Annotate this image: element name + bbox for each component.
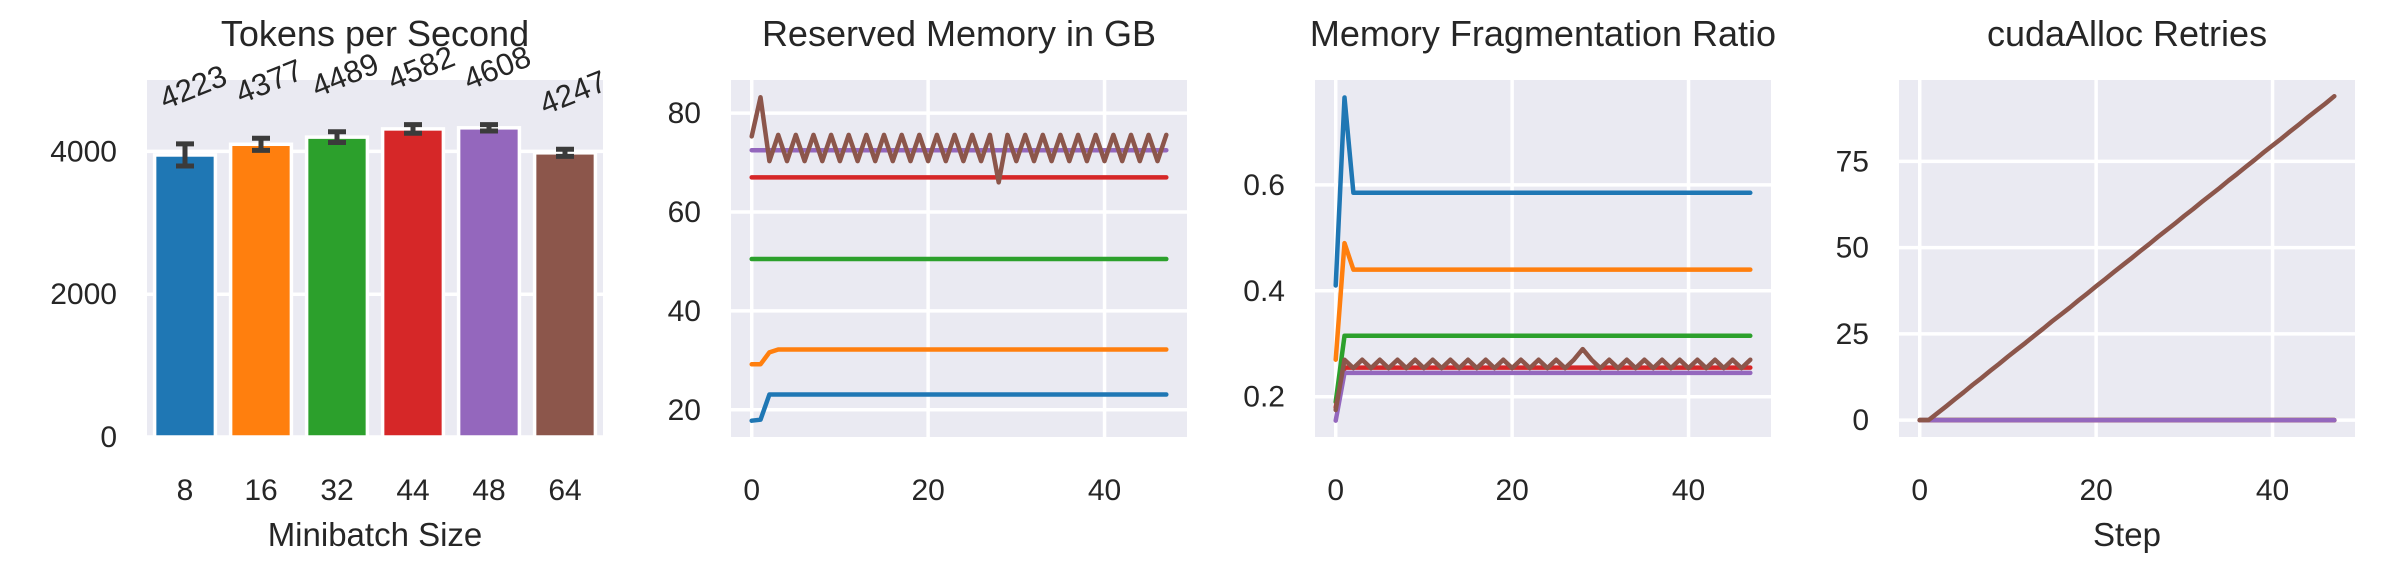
x-tick-label: 64 [548, 474, 581, 507]
bar-minibatch-48 [456, 126, 522, 439]
axes-background [147, 80, 603, 437]
chart-title: cudaAlloc Retries [1987, 13, 2267, 54]
y-tick-label: 0.6 [1243, 169, 1285, 202]
axes-background [1315, 80, 1771, 437]
bar-minibatch-32 [304, 135, 370, 439]
x-axis-label: Minibatch Size [268, 516, 483, 553]
x-tick-label: 8 [177, 474, 194, 507]
line-series-minibatch-16 [749, 347, 1169, 367]
x-tick-label: 20 [2079, 474, 2112, 507]
subplot-1: 4223843771644893245824446084842476402000… [50, 13, 611, 553]
y-tick-label: 80 [668, 97, 701, 130]
x-tick-label: 20 [911, 474, 944, 507]
subplot-3: 0 20 40 0.2 0.4 0.6 Memory Fragmentation Ratio [1243, 13, 1776, 507]
y-tick-label: 0.4 [1243, 275, 1285, 308]
y-tick-label: 2000 [50, 278, 117, 311]
chart-title: Memory Fragmentation Ratio [1310, 13, 1776, 54]
bar-minibatch-8 [152, 153, 218, 439]
bar-minibatch-44 [380, 127, 446, 439]
x-tick-label: 16 [244, 474, 277, 507]
x-tick-label: 0 [1327, 474, 1344, 507]
x-tick-label: 32 [320, 474, 353, 507]
y-tick-label: 75 [1836, 145, 1869, 178]
y-tick-label: 50 [1836, 232, 1869, 265]
x-axis-label: Step [2093, 516, 2161, 553]
y-tick-label: 60 [668, 196, 701, 229]
x-tick-label: 0 [743, 474, 760, 507]
line-series-minibatch-8 [1333, 95, 1753, 288]
x-tick-label: 40 [1088, 474, 1121, 507]
chart-title: Tokens per Second [221, 13, 529, 54]
y-tick-label: 0 [100, 421, 117, 454]
x-tick-label: 40 [1672, 474, 1705, 507]
x-tick-label: 44 [396, 474, 429, 507]
bar-minibatch-16 [228, 142, 294, 439]
y-tick-label: 20 [668, 394, 701, 427]
y-tick-label: 4000 [50, 135, 117, 168]
y-tick-label: 25 [1836, 318, 1869, 351]
line-series-minibatch-64 [1333, 346, 1753, 413]
bar-minibatch-64 [532, 151, 598, 439]
line-series-minibatch-64 [749, 95, 1169, 185]
x-tick-label: 40 [2256, 474, 2289, 507]
x-tick-label: 20 [1495, 474, 1528, 507]
y-tick-label: 0 [1852, 404, 1869, 437]
line-series-minibatch-16 [1333, 240, 1753, 362]
y-tick-label: 40 [668, 295, 701, 328]
line-series-minibatch-64 [1917, 93, 2337, 423]
line-series-minibatch-32 [1333, 333, 1753, 405]
line-series-minibatch-8 [749, 392, 1169, 423]
y-tick-label: 0.2 [1243, 381, 1285, 414]
x-tick-label: 48 [472, 474, 505, 507]
subplot-2: 0 20 40 20 40 60 80 Reserved Memory in GB [668, 13, 1187, 507]
chart-title: Reserved Memory in GB [762, 13, 1156, 54]
x-tick-label: 0 [1911, 474, 1928, 507]
line-series-minibatch-48 [1333, 370, 1753, 423]
